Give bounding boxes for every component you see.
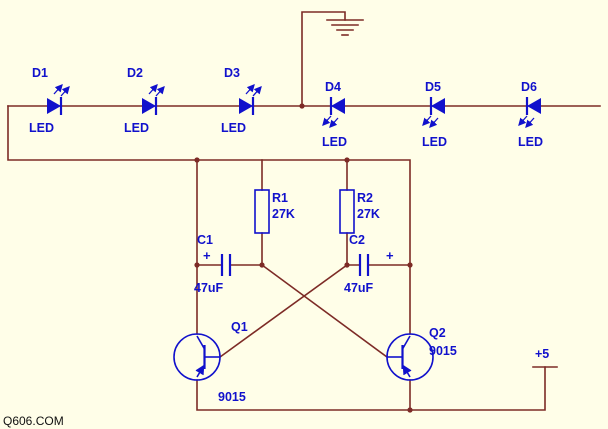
power-terminal: +5 [535,347,549,361]
capacitor-ref-label: C2 [349,233,365,247]
capacitor-polarity-mark: + [203,248,211,263]
led-ref-label: D1 [32,66,48,80]
led-type-label: LED [422,135,447,149]
capacitor-polarity-mark: + [386,248,394,263]
led-type-label: LED [29,121,54,135]
resistor-value-label: 27K [357,207,380,221]
led-type-label: LED [322,135,347,149]
resistor-R2: R2 27K [339,189,380,234]
transistor-Q2: Q2 9015 [386,326,457,381]
power-label: +5 [535,347,549,361]
led-ref-label: D2 [127,66,143,80]
capacitor-value-label: 47uF [194,281,224,295]
resistor-ref-label: R1 [272,191,288,205]
capacitor-value-label: 47uF [344,281,374,295]
capacitor-C2: C2 + 47uF [344,233,394,295]
transistor-ref-label: Q2 [429,326,446,340]
led-type-label: LED [124,121,149,135]
transistor-part-label: 9015 [218,390,246,404]
watermark: Q606.COM [3,414,64,428]
led-ref-label: D5 [425,80,441,94]
capacitor-ref-label: C1 [197,233,213,247]
led-D2: D2 LED [124,66,165,135]
led-type-label: LED [221,121,246,135]
led-D3: D3 LED [221,66,262,135]
led-D6: D6 LED [518,80,543,149]
wiring [7,11,601,411]
capacitor-C1: C1 + 47uF [194,233,232,295]
led-D4: D4 LED [322,80,347,149]
transistor-ref-label: Q1 [231,320,248,334]
transistor-part-label: 9015 [429,344,457,358]
junction-dots [194,103,413,413]
led-type-label: LED [518,135,543,149]
resistor-R1: R1 27K [254,189,295,234]
led-ref-label: D3 [224,66,240,80]
led-D5: D5 LED [422,80,447,149]
transistor-Q1: Q1 9015 [173,320,248,404]
led-ref-label: D4 [325,80,341,94]
earth-ground-icon [326,19,364,36]
resistor-ref-label: R2 [357,191,373,205]
resistor-value-label: 27K [272,207,295,221]
led-ref-label: D6 [521,80,537,94]
led-D1: D1 LED [29,66,70,135]
